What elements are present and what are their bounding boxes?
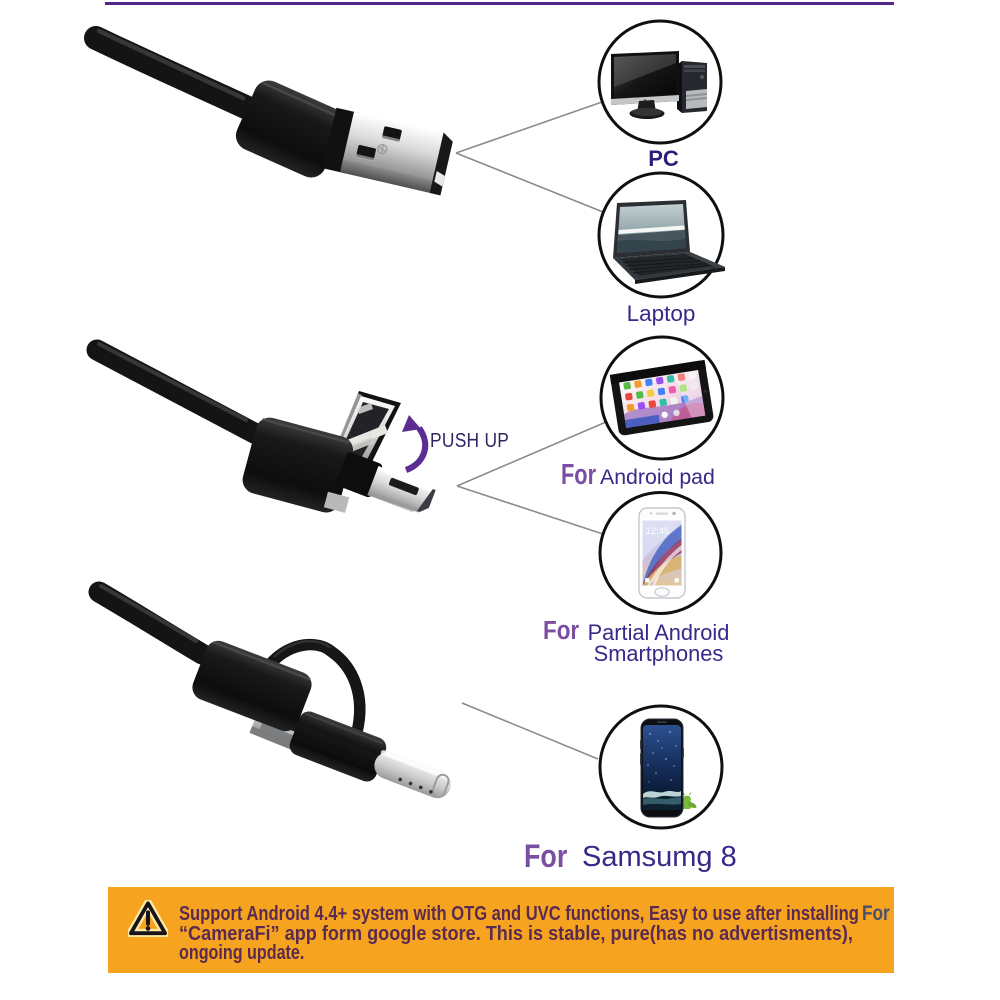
laptop-icon: [613, 200, 725, 284]
banner-line-3: ongoing update.: [179, 942, 305, 965]
usb-a-metal-shell: [322, 107, 455, 196]
label-samsung-8: Samsumg 8: [582, 841, 737, 874]
leader-line-pad: [456, 421, 607, 487]
usb-a-body: [235, 80, 345, 178]
top-border-line: [105, 2, 894, 5]
usb-c-cable: [88, 581, 213, 665]
leader-line-laptop: [455, 152, 604, 213]
usb-c-adapter: [289, 711, 451, 799]
push-up-arrow-icon: [402, 415, 429, 473]
usb-c-connector-photo: [88, 581, 451, 799]
label-laptop: Laptop: [626, 300, 696, 326]
info-banner: Support Android 4.4+ system with OTG and…: [108, 887, 894, 973]
banner-for-label: For: [861, 902, 890, 926]
micro-usb-cable: [86, 339, 267, 445]
leader-line-s8: [461, 702, 599, 760]
label-for-samsung-prefix: For: [524, 837, 568, 874]
label-pc: PC: [648, 145, 679, 171]
usb-trident-icon: [377, 143, 388, 155]
android-robot-icon: [682, 792, 697, 809]
tether-loop: [266, 638, 366, 738]
micro-usb-body: [242, 417, 354, 513]
label-for-partial-prefix: For: [543, 617, 580, 645]
usb-c-body: [192, 640, 312, 732]
phone-s6-icon: 12:45: [638, 507, 686, 599]
label-push-up: PUSH UP: [430, 429, 510, 452]
micro-usb-plug: [336, 452, 436, 513]
label-android-pad: Android pad: [600, 464, 715, 489]
tablet-app-icons: [623, 371, 698, 418]
banner-line-1: Support Android 4.4+ system with OTG and…: [179, 903, 859, 926]
phone-s8-icon: [640, 718, 697, 818]
micro-usb-connector-photo: [86, 339, 436, 513]
warning-icon: [128, 900, 168, 937]
usb-a-cable: [84, 26, 264, 122]
banner-line-2: “CameraFi” app form google store. This i…: [179, 922, 853, 945]
s8-stars: [647, 731, 677, 783]
leader-lines: [455, 101, 607, 760]
leader-line-phone: [456, 485, 604, 535]
leader-line-pc: [455, 101, 603, 154]
usb-a-connector-photo: [84, 26, 455, 196]
pc-icon: [611, 51, 707, 119]
banner-text: Support Android 4.4+ system with OTG and…: [179, 905, 1000, 964]
s6-clock-text: 12:45: [646, 526, 670, 537]
tablet-icon: [609, 359, 714, 436]
label-for-android-pad-prefix: For: [561, 458, 597, 491]
